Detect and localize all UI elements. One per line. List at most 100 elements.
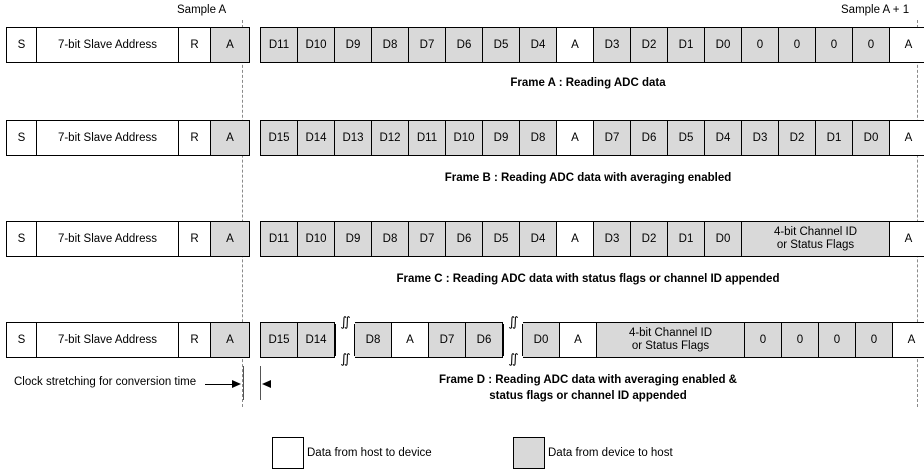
frame-cell: 4-bit Channel ID or Status Flags: [742, 222, 890, 256]
clock-stretching-tick-left: [243, 366, 244, 400]
frame-cell: 0: [782, 323, 819, 357]
frame-cell: D8: [372, 28, 409, 62]
clock-stretching-tick-right: [260, 366, 261, 400]
clock-stretching-label: Clock stretching for conversion time: [14, 376, 197, 388]
frame-cell: D3: [594, 222, 631, 256]
frame-cell: D13: [335, 121, 372, 155]
frame-cell: D9: [483, 121, 520, 155]
frame-cell: D15: [261, 121, 298, 155]
frame-cell: 0: [853, 28, 890, 62]
frame-cell: A: [392, 323, 429, 357]
frame-cell: D1: [668, 28, 705, 62]
frame-cell: A: [890, 222, 924, 256]
frame-cell: 0: [816, 28, 853, 62]
frame-cell: D0: [853, 121, 890, 155]
sample-a-plus-1-guide-line: [917, 20, 918, 407]
frame-cell: R: [179, 121, 211, 155]
frame-cell: D0: [705, 28, 742, 62]
frame-cell: D4: [520, 222, 557, 256]
frame-cell: A: [557, 121, 594, 155]
frame-cell: R: [179, 323, 211, 357]
frame-cell: A: [893, 323, 924, 357]
frame-cell: D9: [335, 28, 372, 62]
frame-cell: D9: [335, 222, 372, 256]
frame-cell: D4: [705, 121, 742, 155]
sample-a-plus-1-label: Sample A + 1: [841, 4, 910, 16]
frame-cell: A: [557, 222, 594, 256]
frame-cell: S: [7, 28, 37, 62]
frame-cell: D11: [409, 121, 446, 155]
frame-cell: D4: [520, 28, 557, 62]
frame-cell: D10: [298, 222, 335, 256]
frame-break-mark: ∬∬: [335, 315, 355, 365]
frame-cell: D8: [520, 121, 557, 155]
frame-cell: A: [560, 323, 597, 357]
frame-cell: D11: [261, 222, 298, 256]
frame-cell: D14: [298, 121, 335, 155]
frame-cell: A: [557, 28, 594, 62]
sample-a-label: Sample A: [177, 4, 227, 16]
frame-cell: D3: [594, 28, 631, 62]
frame-b-caption: Frame B : Reading ADC data with averagin…: [444, 172, 732, 184]
frame-cell: D0: [523, 323, 560, 357]
frame-cell: 7-bit Slave Address: [37, 121, 179, 155]
frame-cell: D6: [446, 28, 483, 62]
frame-cell: 0: [742, 28, 779, 62]
frame-cell: 0: [779, 28, 816, 62]
clock-stretching-arrow-line: [205, 384, 233, 385]
frame-c-caption: Frame C : Reading ADC data with status f…: [396, 273, 780, 285]
frame-cell: 0: [856, 323, 893, 357]
frame-cell: D1: [668, 222, 705, 256]
frame-cell: R: [179, 28, 211, 62]
clock-stretching-arrow-head-right: [232, 380, 241, 388]
frame-cell: D7: [429, 323, 466, 357]
frame-cell: D7: [409, 222, 446, 256]
legend-label-host: Data from host to device: [307, 447, 432, 459]
frame-cell: A: [890, 28, 924, 62]
clock-stretching-arrow-head-left: [262, 380, 271, 388]
frame-cell: D8: [355, 323, 392, 357]
frame-cell: D5: [668, 121, 705, 155]
frame-cell: 4-bit Channel ID or Status Flags: [597, 323, 745, 357]
frame-cell: D12: [372, 121, 409, 155]
frame-break-mark: ∬∬: [503, 315, 523, 365]
frame-cell: 7-bit Slave Address: [37, 28, 179, 62]
frame-cell: D5: [483, 222, 520, 256]
frame-cell: D15: [261, 323, 298, 357]
frame-cell: D7: [409, 28, 446, 62]
frame-cell: D5: [483, 28, 520, 62]
frame-d-caption: Frame D : Reading ADC data with averagin…: [439, 374, 737, 402]
frame-cell: D10: [446, 121, 483, 155]
frame-cell: D2: [779, 121, 816, 155]
frame-cell: D10: [298, 28, 335, 62]
frame-cell: D7: [594, 121, 631, 155]
frame-cell: A: [211, 222, 249, 256]
frame-cell: S: [7, 323, 37, 357]
frame-cell: S: [7, 121, 37, 155]
frame-a-caption: Frame A : Reading ADC data: [510, 77, 666, 89]
frame-cell: S: [7, 222, 37, 256]
frame-cell: D6: [631, 121, 668, 155]
frame-cell: D6: [446, 222, 483, 256]
frame-cell: D6: [466, 323, 503, 357]
frame-cell: 0: [819, 323, 856, 357]
frame-cell: D8: [372, 222, 409, 256]
sample-a-guide-line: [242, 20, 243, 407]
frame-cell: D3: [742, 121, 779, 155]
frame-cell: D1: [816, 121, 853, 155]
